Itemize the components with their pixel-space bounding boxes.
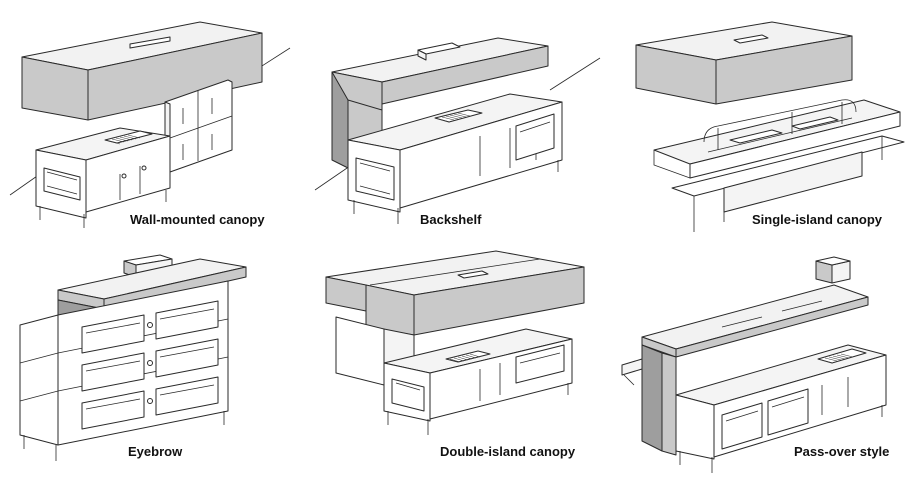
caption-pass-over-style: Pass-over style [794, 444, 890, 459]
eyebrow-illustration [19, 254, 247, 461]
caption-eyebrow: Eyebrow [128, 444, 183, 459]
panel-backshelf [300, 0, 612, 245]
panel-eyebrow [0, 245, 300, 490]
caption-double-island-canopy: Double-island canopy [440, 444, 576, 459]
caption-single-island-canopy: Single-island canopy [752, 212, 883, 227]
caption-wall-mounted-canopy: Wall-mounted canopy [130, 212, 265, 227]
panel-double-island-canopy [300, 245, 612, 490]
single-island-canopy-illustration [635, 21, 905, 232]
panel-pass-over-style [612, 245, 912, 490]
backshelf-illustration [314, 37, 601, 224]
wall-mounted-canopy-illustration [9, 21, 291, 228]
panel-single-island-canopy [612, 0, 912, 245]
pass-over-style-illustration [621, 256, 887, 473]
panel-wall-mounted-canopy [0, 0, 300, 245]
caption-backshelf: Backshelf [420, 212, 482, 227]
double-island-canopy-illustration [325, 250, 585, 435]
